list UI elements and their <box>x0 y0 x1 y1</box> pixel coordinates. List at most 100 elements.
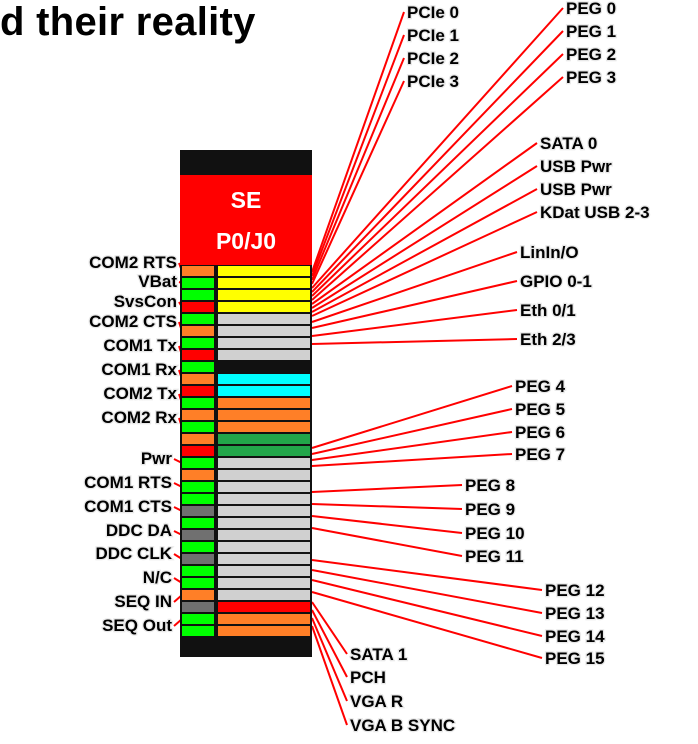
right-connector-line <box>311 280 518 329</box>
chip-left-cell <box>182 494 214 504</box>
chip-left-cell <box>182 518 214 528</box>
chip-right-cell <box>218 290 310 300</box>
right-connector-line <box>311 188 538 313</box>
left-pin-label: VBat <box>138 272 177 291</box>
chip-left-cell <box>182 614 214 624</box>
right-connector-line <box>311 591 543 659</box>
page-title: d their reality <box>0 0 256 44</box>
right-connector-line <box>311 625 348 726</box>
right-connector-line <box>311 53 564 297</box>
chip-left-cell <box>182 314 214 324</box>
chip-right-cell <box>218 614 310 624</box>
right-pin-label: Eth 0/1 <box>520 301 576 320</box>
right-connector-line <box>311 11 405 273</box>
chip-top-band <box>180 150 312 175</box>
chip-left-cell <box>182 626 214 636</box>
chip-left-cell <box>182 554 214 564</box>
left-pin-label: COM1 Rx <box>101 360 177 379</box>
connector-lines <box>173 7 564 726</box>
right-pin-label: PEG 15 <box>545 649 605 668</box>
chip-right-cell <box>218 374 310 384</box>
right-pin-label: PEG 6 <box>515 423 565 442</box>
right-connector-line <box>311 34 405 277</box>
chip-right-cell <box>218 566 310 576</box>
right-pin-label: PEG 14 <box>545 627 605 646</box>
left-pin-label: SEQ IN <box>114 592 172 611</box>
left-pin-label: N/C <box>143 568 172 587</box>
right-pin-label: PCIe 2 <box>407 49 459 68</box>
left-pin-label: DDC DA <box>106 521 172 540</box>
right-pin-label: KDat USB 2-3 <box>540 203 650 222</box>
right-pin-label: Eth 2/3 <box>520 330 576 349</box>
left-pin-label: COM2 RTS <box>89 253 177 272</box>
chip-right-cell <box>218 410 310 420</box>
right-connector-line <box>311 503 463 510</box>
chip-left-cell <box>182 338 214 348</box>
chip-right-cell <box>218 362 310 372</box>
right-connector-line <box>311 484 463 493</box>
chip-left-cell <box>182 422 214 432</box>
chip-left-cell <box>182 458 214 468</box>
chip-left-cell <box>182 398 214 408</box>
chip-left-cell <box>182 482 214 492</box>
left-pin-label: COM2 Rx <box>101 408 177 427</box>
right-pin-label: PCH <box>350 668 386 687</box>
right-connector-line <box>311 408 513 455</box>
chip-right-cell <box>218 542 310 552</box>
chip-left-cell <box>182 386 214 396</box>
right-pin-label: PEG 4 <box>515 377 566 396</box>
chip-left-cell <box>182 266 214 276</box>
chip-left-cell <box>182 290 214 300</box>
right-pin-label: PCIe 1 <box>407 26 459 45</box>
right-connector-line <box>311 569 543 614</box>
right-connector-line <box>311 76 564 301</box>
chip-left-cell <box>182 278 214 288</box>
right-pin-label: PEG 11 <box>465 547 524 566</box>
chip-right-cell <box>218 506 310 516</box>
left-pin-label: Pwr <box>141 449 173 468</box>
chip-left-cell <box>182 362 214 372</box>
right-pin-label: LinIn/O <box>520 243 579 262</box>
right-connector-line <box>311 57 405 281</box>
chip-right-cell <box>218 602 310 612</box>
left-pin-label: SEQ Out <box>102 616 172 635</box>
right-pin-label: PEG 5 <box>515 400 565 419</box>
chip-bottom-band <box>180 637 312 657</box>
chip-right-cell <box>218 326 310 336</box>
right-connector-line <box>311 165 538 309</box>
chip-right-cell <box>218 626 310 636</box>
chip-right-cell <box>218 458 310 468</box>
right-pin-label: VGA B SYNC <box>350 716 455 735</box>
right-connector-line <box>311 431 513 461</box>
right-connector-line <box>311 579 543 637</box>
chip-right-cell <box>218 350 310 360</box>
chip-right-cell <box>218 494 310 504</box>
chip-right-cell <box>218 302 310 312</box>
right-connector-line <box>311 515 463 534</box>
chip-left-cell <box>182 542 214 552</box>
right-pin-label: PEG 9 <box>465 500 515 519</box>
right-connector-line <box>311 251 518 323</box>
right-connector-line <box>311 385 513 449</box>
right-pin-label: PEG 8 <box>465 476 515 495</box>
chip-right-cell <box>218 422 310 432</box>
right-connector-line <box>311 142 538 305</box>
chip-right-cell <box>218 530 310 540</box>
chip-right-cell <box>218 446 310 456</box>
left-pin-label: COM1 RTS <box>84 473 172 492</box>
right-connector-line <box>311 80 405 285</box>
right-connector-line <box>311 7 564 289</box>
right-pin-label: SATA 1 <box>350 645 407 664</box>
chip-label-line1: SE <box>231 187 262 213</box>
right-connector-line <box>311 559 543 591</box>
chip-right-cell <box>218 386 310 396</box>
chip-label-block <box>180 175 312 265</box>
connector-chip: SE P0/J0 <box>180 150 312 657</box>
chip-left-cell <box>182 590 214 600</box>
right-connector-line <box>311 617 348 702</box>
chip-right-cell <box>218 518 310 528</box>
left-pin-label: COM2 Tx <box>103 384 177 403</box>
chip-left-cell <box>182 374 214 384</box>
right-pin-label: PEG 10 <box>465 524 525 543</box>
